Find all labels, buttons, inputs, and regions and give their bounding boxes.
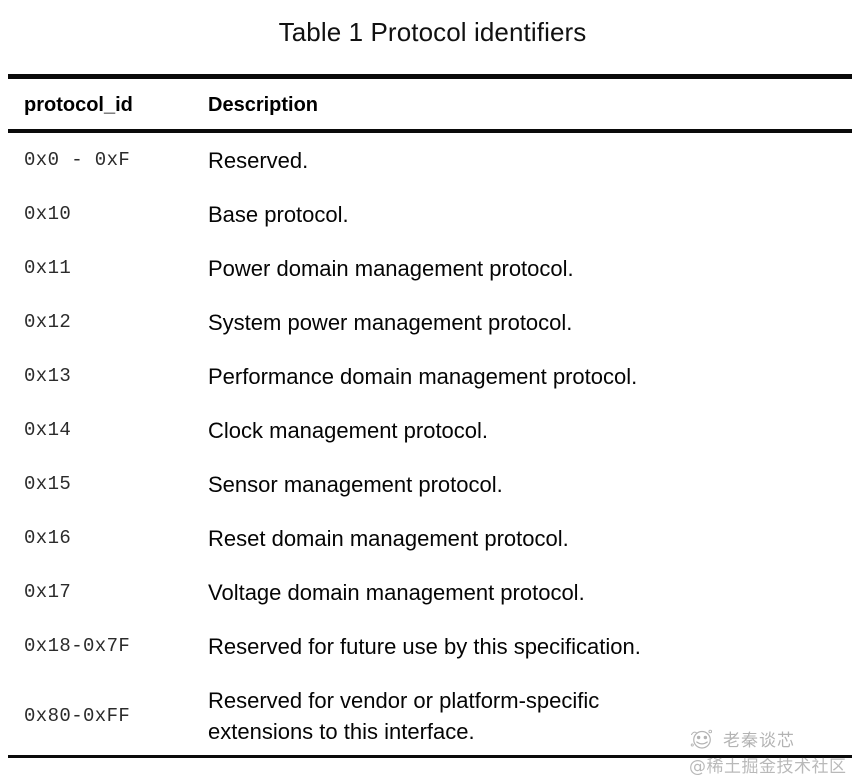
table-row: 0x13 Performance domain management protoc… [0, 349, 865, 403]
table-header-rule [8, 129, 852, 133]
column-header-description: Description [208, 94, 319, 116]
description-line: Reset domain management protocol. [208, 525, 569, 551]
column-header-protocol-id: protocol_id [24, 94, 133, 116]
cell-description: Clock management protocol. [208, 403, 853, 457]
description-line: System power management protocol. [208, 309, 573, 335]
description-line: Voltage domain management protocol. [208, 579, 585, 605]
table-top-rule [8, 74, 852, 79]
cell-protocol-id: 0x16 [24, 527, 72, 549]
table-row: 0x10 Base protocol. [0, 187, 865, 241]
cell-description: Reserved for future use by this specific… [208, 619, 853, 673]
table-row: 0x17 Voltage domain management protocol. [0, 565, 865, 619]
table-row: 0x0 - 0xF Reserved. [0, 133, 865, 187]
table-bottom-rule [8, 755, 852, 758]
cell-description: Reserved for vendor or platform-specific… [208, 673, 853, 759]
cell-protocol-id: 0x13 [24, 365, 72, 387]
cell-description: System power management protocol. [208, 295, 853, 349]
cell-protocol-id: 0x80-0xFF [24, 705, 131, 727]
table-row: 0x80-0xFF Reserved for vendor or platform… [0, 673, 865, 759]
cell-description: Reset domain management protocol. [208, 511, 853, 565]
table-body: 0x0 - 0xF Reserved. 0x10 Base protocol. 0x11… [0, 133, 865, 759]
description-line: Reserved for future use by this specific… [208, 633, 641, 659]
cell-description: Sensor management protocol. [208, 457, 853, 511]
cell-protocol-id: 0x12 [24, 311, 72, 333]
description-line: Sensor management protocol. [208, 471, 503, 497]
cell-description: Reserved. [208, 133, 853, 187]
table-header-row: protocol_id Description [0, 92, 865, 122]
description-line: Performance domain management protocol. [208, 363, 638, 389]
description-line: Reserved. [208, 147, 309, 173]
table-row: 0x11 Power domain management protocol. [0, 241, 865, 295]
cell-description: Voltage domain management protocol. [208, 565, 853, 619]
cell-protocol-id: 0x0 - 0xF [24, 149, 131, 171]
description-line: Reserved for vendor or platform-specific [208, 688, 600, 713]
description-line: Power domain management protocol. [208, 255, 574, 281]
description-line: Clock management protocol. [208, 417, 489, 443]
description-line: extensions to this interface. [208, 719, 475, 744]
cell-description: Base protocol. [208, 187, 853, 241]
table-row: 0x14 Clock management protocol. [0, 403, 865, 457]
cell-protocol-id: 0x17 [24, 581, 72, 603]
table-row: 0x15 Sensor management protocol. [0, 457, 865, 511]
table-row: 0x12 System power management protocol. [0, 295, 865, 349]
cell-description: Performance domain management protocol. [208, 349, 853, 403]
cell-protocol-id: 0x18-0x7F [24, 635, 131, 657]
cell-protocol-id: 0x10 [24, 203, 72, 225]
table-row: 0x18-0x7F Reserved for future use by this… [0, 619, 865, 673]
cell-protocol-id: 0x15 [24, 473, 72, 495]
cell-protocol-id: 0x14 [24, 419, 72, 441]
description-line: Base protocol. [208, 201, 349, 227]
cell-description: Power domain management protocol. [208, 241, 853, 295]
table-row: 0x16 Reset domain management protocol. [0, 511, 865, 565]
cell-protocol-id: 0x11 [24, 257, 72, 279]
table-caption: Table 1 Protocol identifiers [278, 17, 587, 47]
